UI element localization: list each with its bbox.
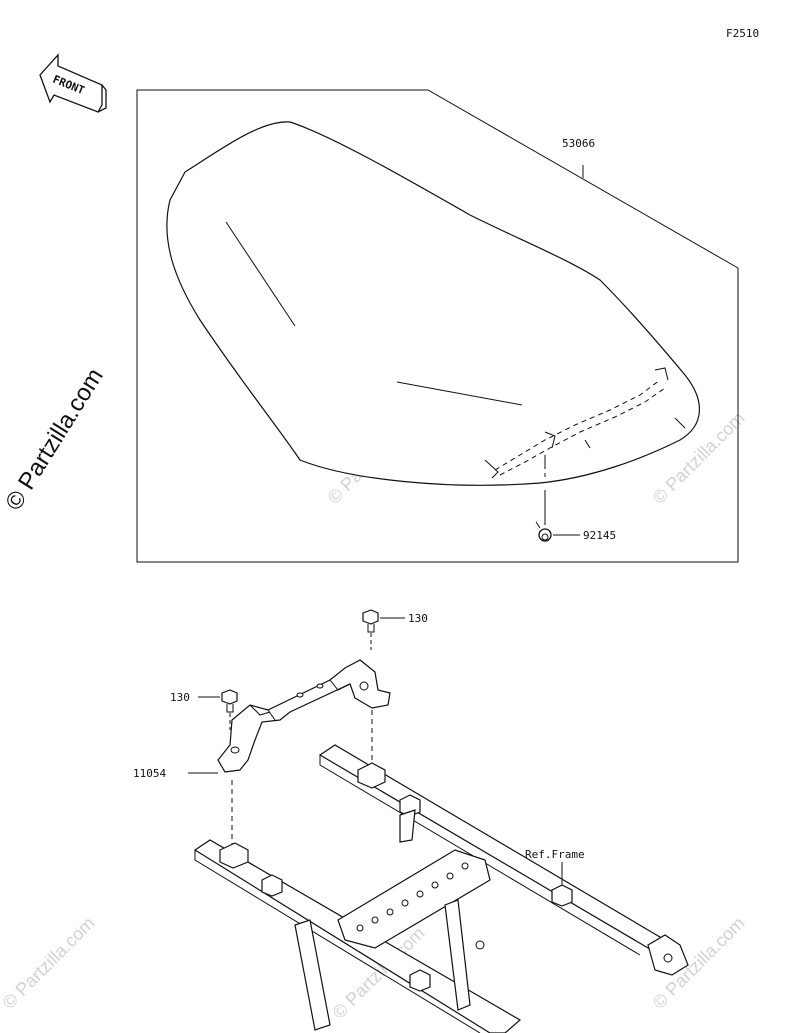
seat-group-box [136,89,739,563]
bracket-part-number: 11054 [133,767,166,780]
bolt-left-icon [198,689,238,730]
seat-drawing [166,121,700,486]
spring-icon [535,490,580,542]
seat-part-number: 53066 [562,137,595,150]
bolt-top-part-number: 130 [408,612,428,625]
bracket-drawing [188,659,391,774]
watermark: © Partzilla.com [0,913,99,1013]
bolt-top-icon [362,609,405,650]
figure-code: F2510 [726,27,759,40]
ref-frame-label: Ref.Frame [525,848,585,861]
spring-part-number: 92145 [583,529,616,542]
frame-drawing [193,744,689,1033]
watermark-main: © Partzilla.com [0,364,109,515]
bolt-left-part-number: 130 [170,691,190,704]
front-arrow-icon: FRONT [39,53,107,113]
